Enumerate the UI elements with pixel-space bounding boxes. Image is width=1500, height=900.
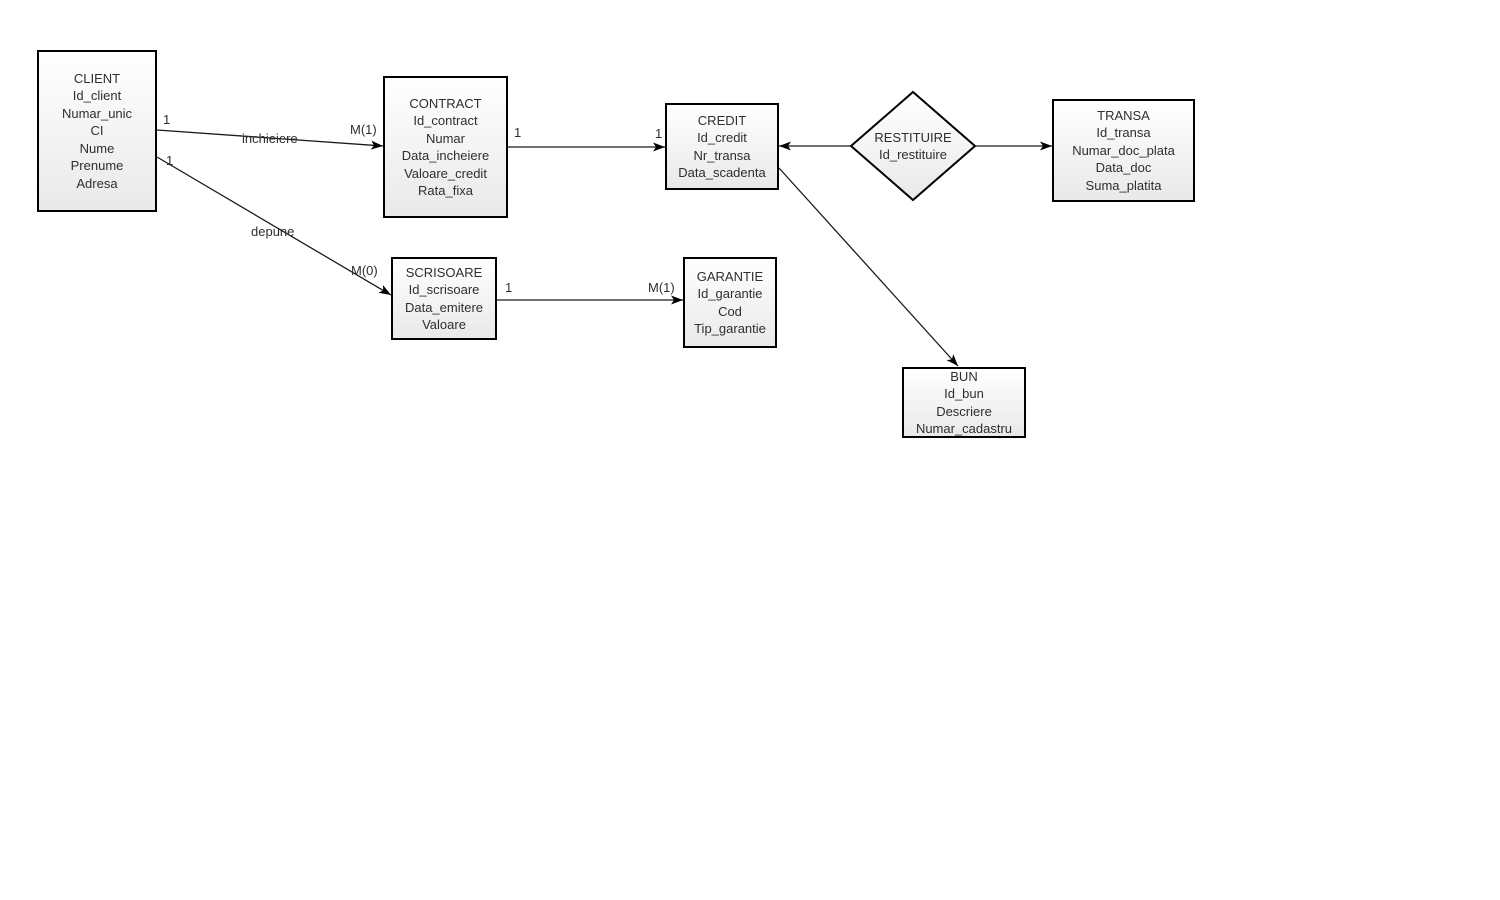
cardinality-client-contract-target[interactable]: M(1) <box>350 122 377 137</box>
entity-title: TRANSA <box>1097 107 1150 123</box>
entity-attribute: Suma_platita <box>1085 177 1162 193</box>
entity-attribute: Numar_doc_plata <box>1072 142 1175 158</box>
entity-attribute: Id_contract <box>413 113 478 128</box>
cardinality-contract-credit-source[interactable]: 1 <box>514 125 522 140</box>
entity-attribute: Numar_unic <box>61 105 133 121</box>
connector-client-scrisoare[interactable] <box>156 156 392 296</box>
entity-attribute: Data_incheiere <box>401 148 490 163</box>
entity-title: CONTRACT <box>409 95 482 111</box>
entity-attribute: Numar_cadastru <box>915 421 1013 436</box>
entity-attribute: Data_doc <box>1095 160 1152 176</box>
cardinality-client-scrisoare-target[interactable]: M(0) <box>351 263 378 278</box>
cardinality-client-contract-source[interactable]: 1 <box>163 112 171 127</box>
entity-attribute: Data_emitere <box>404 299 484 315</box>
entity-contract[interactable]: CONTRACT Id_contract Numar Data_incheier… <box>383 76 508 218</box>
entity-title: GARANTIE <box>696 268 764 284</box>
entity-attribute: Id_scrisoare <box>408 282 480 297</box>
entity-attribute: CI <box>90 123 104 139</box>
cardinality-client-scrisoare-source[interactable]: 1 <box>166 153 174 168</box>
cardinality-scrisoare-garantie-target[interactable]: M(1) <box>648 280 675 295</box>
connector-client-contract[interactable] <box>156 129 384 150</box>
entity-title: BUN <box>950 368 978 384</box>
entity-attribute: Nr_transa <box>693 147 751 163</box>
entity-garantie[interactable]: GARANTIE Id_garantie Cod Tip_garantie <box>683 257 777 348</box>
entity-attribute: Prenume <box>70 158 124 174</box>
relationship-label-depune[interactable]: depune <box>251 224 295 239</box>
entity-attribute: Numar <box>425 130 465 146</box>
entity-attribute: Cod <box>718 303 742 319</box>
entity-attribute: Id_transa <box>1096 125 1151 141</box>
entity-attribute: Nume <box>79 140 115 156</box>
relationship-title: RESTITUIRE <box>874 129 952 145</box>
entity-attribute: Id_bun <box>944 386 984 401</box>
entity-title: CLIENT <box>73 70 121 86</box>
entity-attribute: Id_garantie <box>697 286 763 301</box>
relationship-restituire-shape[interactable] <box>849 90 977 202</box>
relationship-attribute: Id_restituire <box>879 147 947 162</box>
entity-attribute: Adresa <box>76 175 118 191</box>
entity-attribute: Data_scadenta <box>678 165 766 180</box>
connector-credit-bun[interactable] <box>778 167 959 367</box>
entity-title: CREDIT <box>697 112 747 128</box>
cardinality-scrisoare-garantie-source[interactable]: 1 <box>505 280 513 295</box>
entity-attribute: Descriere <box>936 403 992 419</box>
entity-client[interactable]: CLIENT Id_client Numar_unic CI Nume Pren… <box>37 50 157 212</box>
relationship-restituire-label[interactable]: RESTITUIRE Id_restituire <box>851 92 975 200</box>
entity-scrisoare[interactable]: SCRISOARE Id_scrisoare Data_emitere Valo… <box>391 257 497 340</box>
entity-attribute: Tip_garantie <box>694 321 766 336</box>
relationship-label-incheiere[interactable]: inchieiere <box>242 131 298 146</box>
entity-attribute: Rata_fixa <box>418 183 473 198</box>
entity-attribute: Valoare <box>422 317 466 332</box>
entity-title: SCRISOARE <box>405 264 483 280</box>
entity-attribute: Id_credit <box>697 130 747 145</box>
entity-attribute: Id_client <box>72 88 122 104</box>
entity-attribute: Valoare_credit <box>404 165 487 181</box>
entity-transa[interactable]: TRANSA Id_transa Numar_doc_plata Data_do… <box>1052 99 1195 202</box>
cardinality-contract-credit-target[interactable]: 1 <box>655 126 663 141</box>
entity-credit[interactable]: CREDIT Id_credit Nr_transa Data_scadenta <box>665 103 779 190</box>
entity-bun[interactable]: BUN Id_bun Descriere Numar_cadastru <box>902 367 1026 438</box>
